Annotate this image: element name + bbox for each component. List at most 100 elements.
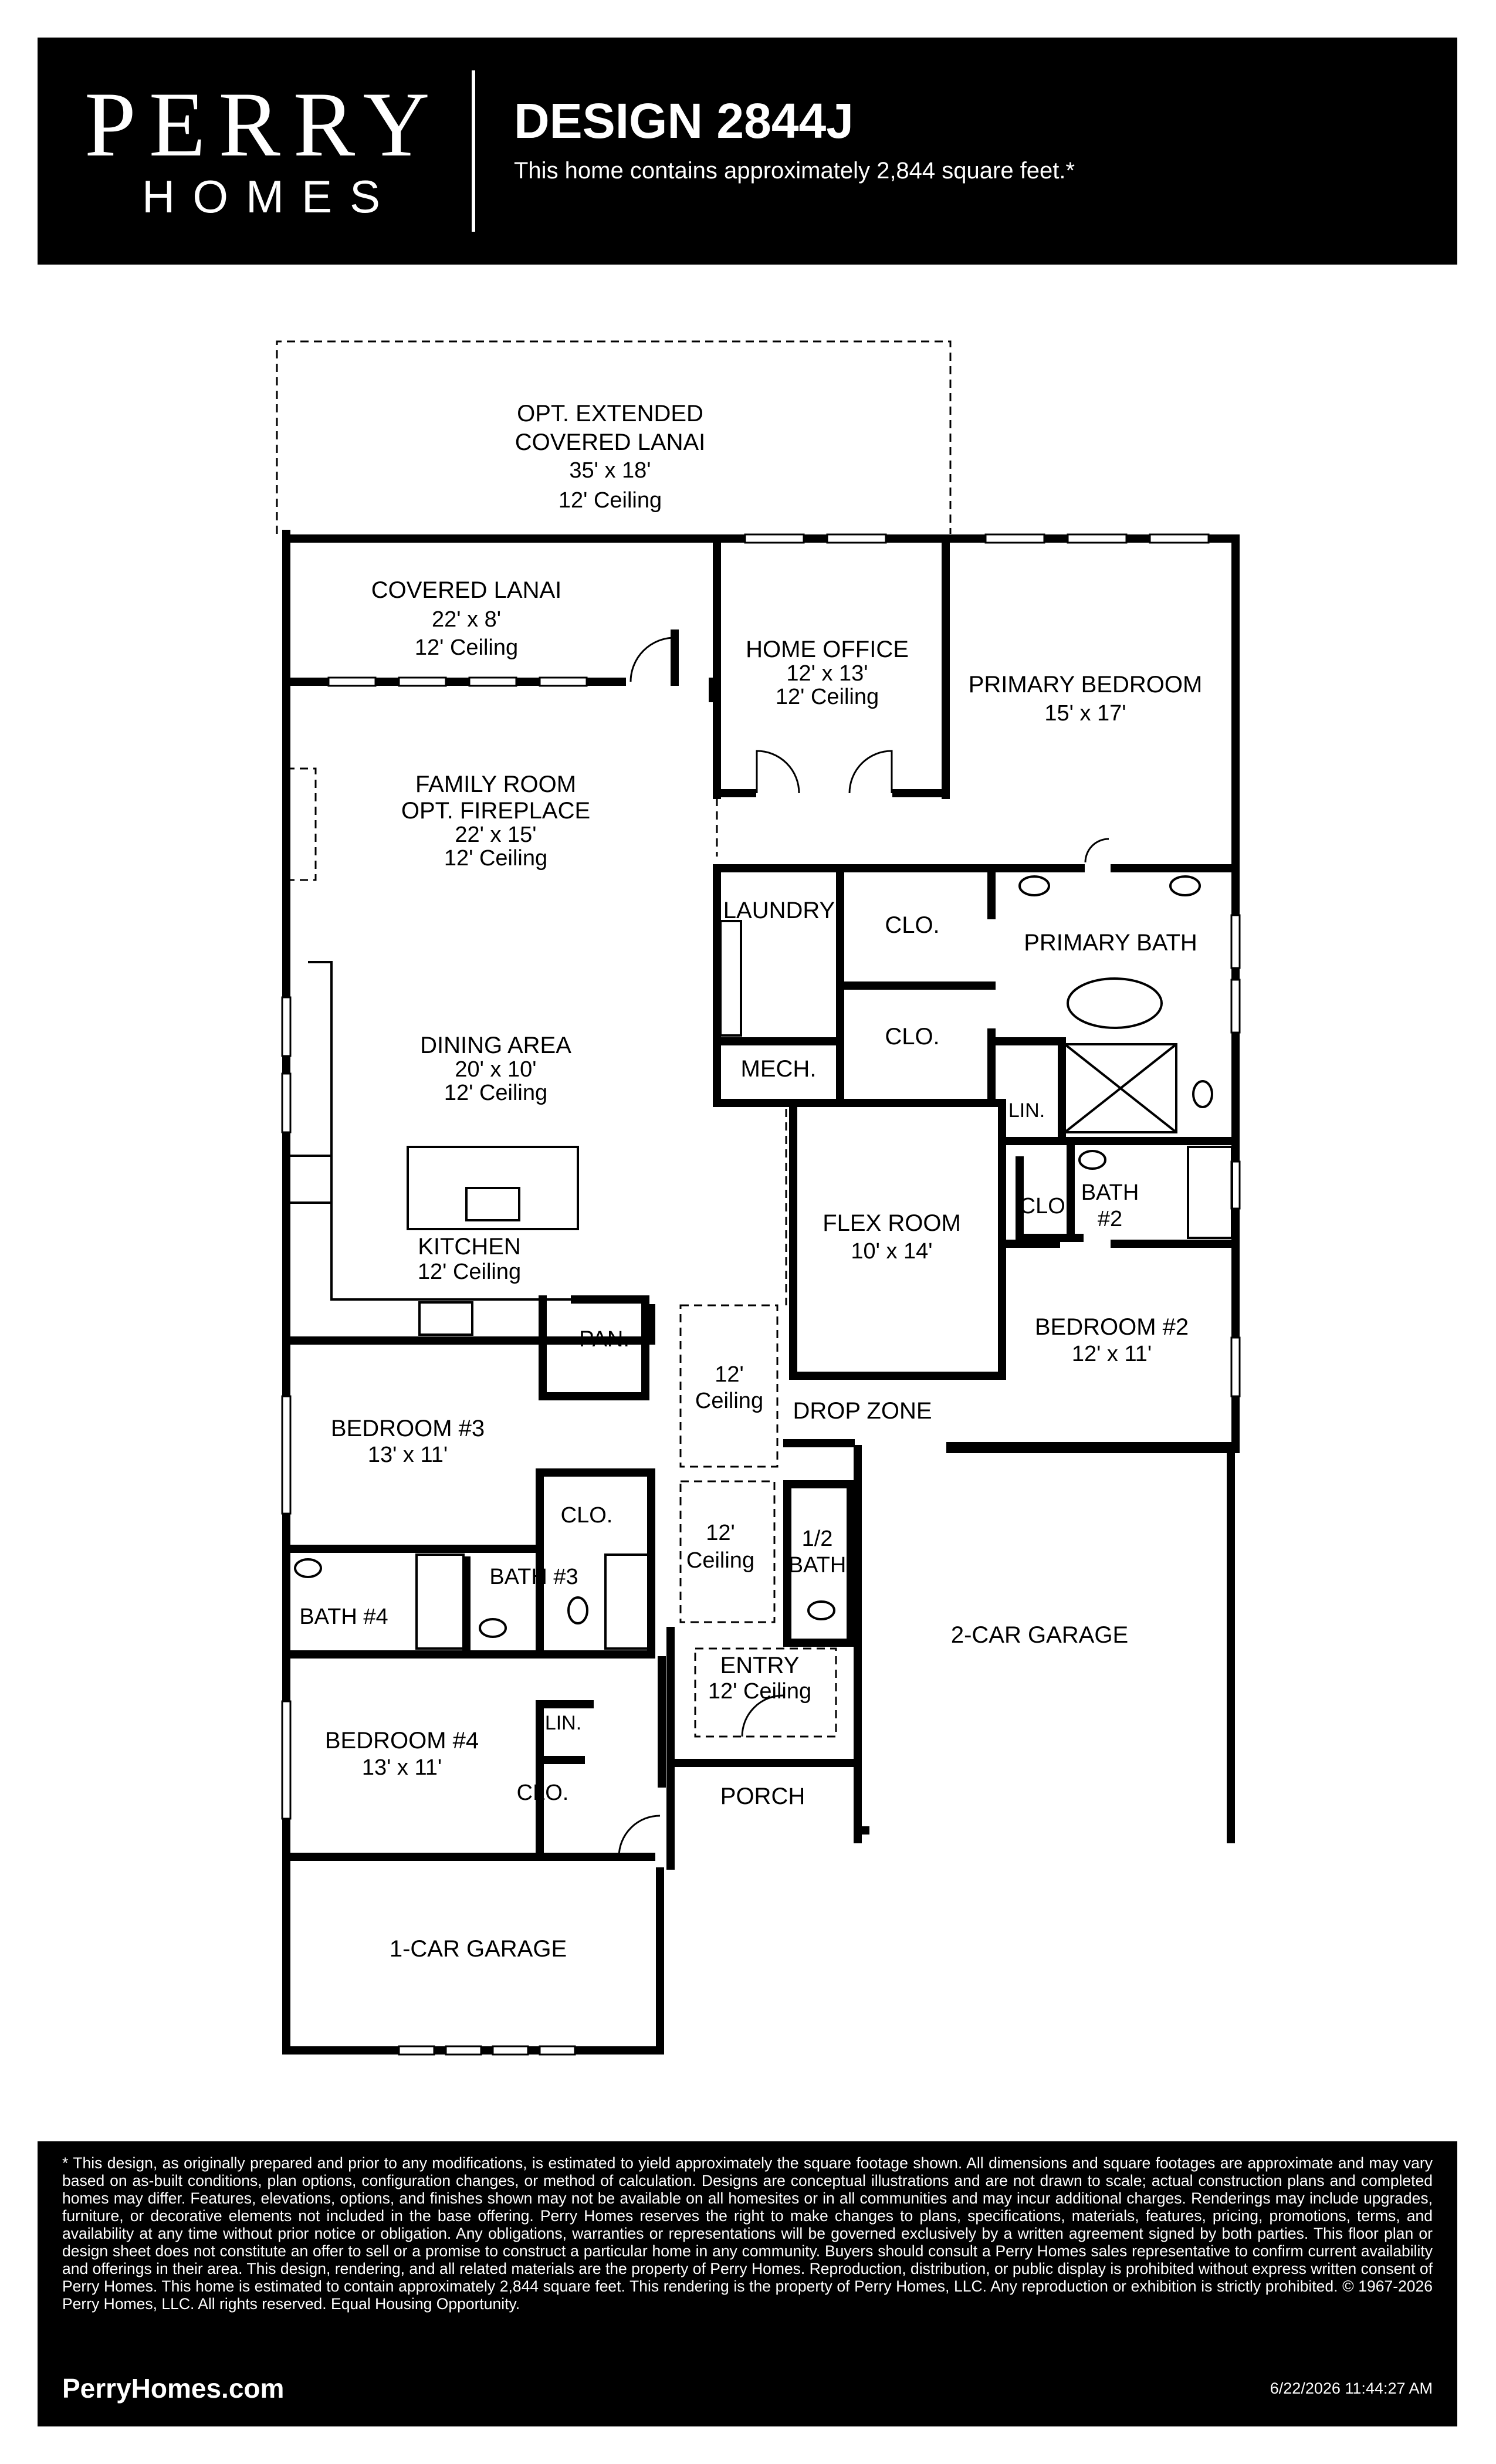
walls (282, 530, 1240, 2055)
header-banner: PERRY HOMES DESIGN 2844J This home conta… (38, 38, 1457, 265)
bath4-label: BATH #4 (299, 1605, 388, 1629)
shower (1064, 1043, 1177, 1133)
lanai-ext-size: 35' x 18' (569, 458, 651, 483)
primary-bedroom-label: PRIMARY BEDROOM (969, 672, 1203, 698)
footer-banner: * This design, as originally prepared an… (38, 2141, 1457, 2426)
clo-upper-label: CLO. (885, 912, 939, 938)
primary-bath-label: PRIMARY BATH (1024, 930, 1197, 956)
laundry-label: LAUNDRY (723, 898, 835, 923)
primary-sink-1 (1018, 875, 1050, 896)
half-bath-toilet (807, 1600, 835, 1620)
garage2-label: 2-CAR GARAGE (951, 1622, 1128, 1648)
lanai-ceiling: 12' Ceiling (415, 635, 518, 660)
family-size: 22' x 15' (455, 823, 536, 847)
header-divider (472, 70, 475, 232)
kitchen-sink (465, 1187, 520, 1221)
bedroom2-size: 12' x 11' (1072, 1342, 1152, 1366)
office-ceiling: 12' Ceiling (776, 685, 879, 709)
bath3-toilet (567, 1596, 588, 1624)
hall1-ceiling-2: Ceiling (695, 1389, 763, 1413)
website-link[interactable]: PerryHomes.com (62, 2373, 285, 2404)
entry-label: ENTRY (720, 1653, 800, 1678)
shower-wall (987, 1037, 1066, 1145)
office-door-right (848, 750, 893, 794)
window-marks (281, 533, 1241, 2056)
office-door-left (756, 750, 800, 794)
bath3-tub (604, 1553, 651, 1650)
half-bath-label-2: BATH (788, 1553, 847, 1578)
print-timestamp: 6/22/2026 11:44:27 AM (1270, 2380, 1433, 2397)
kitchen-label: KITCHEN (418, 1234, 521, 1260)
bedroom2-label: BEDROOM #2 (1035, 1314, 1189, 1340)
clo-lower-label: CLO. (885, 1024, 939, 1050)
bedroom3-size: 13' x 11' (368, 1443, 448, 1467)
bedroom4-size: 13' x 11' (362, 1755, 442, 1780)
entry-ceiling: 12' Ceiling (708, 1679, 811, 1704)
bedroom3-label: BEDROOM #3 (331, 1416, 485, 1441)
primary-sink-2 (1169, 875, 1201, 896)
lanai-label: COVERED LANAI (371, 577, 562, 603)
entry-hall-outline (679, 1480, 776, 1623)
entry-door (741, 1694, 784, 1737)
bath2-label-2: #2 (1098, 1207, 1122, 1231)
primary-bed-door (1084, 838, 1109, 863)
fireplace-outline (286, 767, 317, 881)
bath3-walls (536, 1468, 655, 1659)
pantry-walls (539, 1295, 649, 1400)
clo-bed4-label: CLO. (517, 1781, 569, 1805)
lanai-ext-label-2: COVERED LANAI (515, 429, 706, 455)
kitchen-island (407, 1146, 579, 1230)
bath2-tub (1187, 1146, 1233, 1239)
extended-lanai-outline (276, 340, 952, 534)
laundry-counter (719, 920, 742, 1037)
design-title: DESIGN 2844J (514, 93, 854, 148)
bath3-label: BATH #3 (489, 1565, 578, 1589)
clo-bath2-label: CLO. (1020, 1194, 1072, 1219)
office-size: 12' x 13' (786, 661, 868, 686)
fridge (286, 1155, 333, 1204)
primary-bedroom-size: 15' x 17' (1044, 701, 1126, 726)
tub (1067, 977, 1163, 1029)
family-ceiling: 12' Ceiling (444, 846, 547, 871)
doors (618, 637, 1109, 1857)
office-label: HOME OFFICE (746, 637, 909, 662)
shower-cross (1064, 1043, 1177, 1133)
pantry-hall-outline (679, 1304, 779, 1468)
brand-logo-homes: HOMES (142, 171, 398, 222)
room-labels: OPT. EXTENDED COVERED LANAI 35' x 18' 12… (299, 401, 1202, 1962)
lin-primary-label: LIN. (1008, 1099, 1045, 1122)
kitchen-counter (308, 961, 587, 1301)
garage2-top-wall (946, 1442, 1240, 1453)
hall2-ceiling-1: 12' (706, 1521, 735, 1545)
flex-label: FLEX ROOM (823, 1210, 961, 1236)
lin-bed4-label: LIN. (545, 1712, 581, 1734)
mech-label: MECH. (741, 1056, 817, 1082)
half-bath-walls (783, 1480, 855, 1647)
disclaimer-text: * This design, as originally prepared an… (62, 2154, 1433, 2313)
bath4-tub (415, 1553, 465, 1650)
bedroom4-label: BEDROOM #4 (325, 1728, 479, 1754)
entry-outline (694, 1647, 837, 1738)
cooktop (418, 1301, 473, 1336)
dining-size: 20' x 10' (455, 1057, 536, 1082)
lanai-ext-ceiling: 12' Ceiling (559, 488, 662, 513)
garage1-label: 1-CAR GARAGE (390, 1936, 567, 1962)
bath2-label-1: BATH (1081, 1180, 1139, 1205)
kitchen-ceiling: 12' Ceiling (418, 1260, 521, 1284)
clo-bath3-label: CLO. (561, 1503, 613, 1528)
bath4-sink (294, 1558, 322, 1578)
fixtures (286, 875, 1233, 1650)
family-label-1: FAMILY ROOM (415, 771, 576, 797)
family-label-2: OPT. FIREPLACE (401, 798, 590, 824)
lanai-ext-label-1: OPT. EXTENDED (517, 401, 703, 427)
lin-walls (536, 1700, 594, 1861)
drop-zone-label: DROP ZONE (793, 1398, 932, 1424)
porch-label: PORCH (720, 1783, 805, 1809)
hall2-ceiling-2: Ceiling (686, 1548, 754, 1573)
primary-toilet (1192, 1080, 1213, 1108)
pantry-label: PAN. (579, 1327, 629, 1352)
lanai-door (629, 637, 675, 682)
design-subtitle: This home contains approximately 2,844 s… (514, 158, 1075, 184)
dining-label: DINING AREA (420, 1033, 571, 1058)
flex-size: 10' x 14' (851, 1239, 932, 1264)
